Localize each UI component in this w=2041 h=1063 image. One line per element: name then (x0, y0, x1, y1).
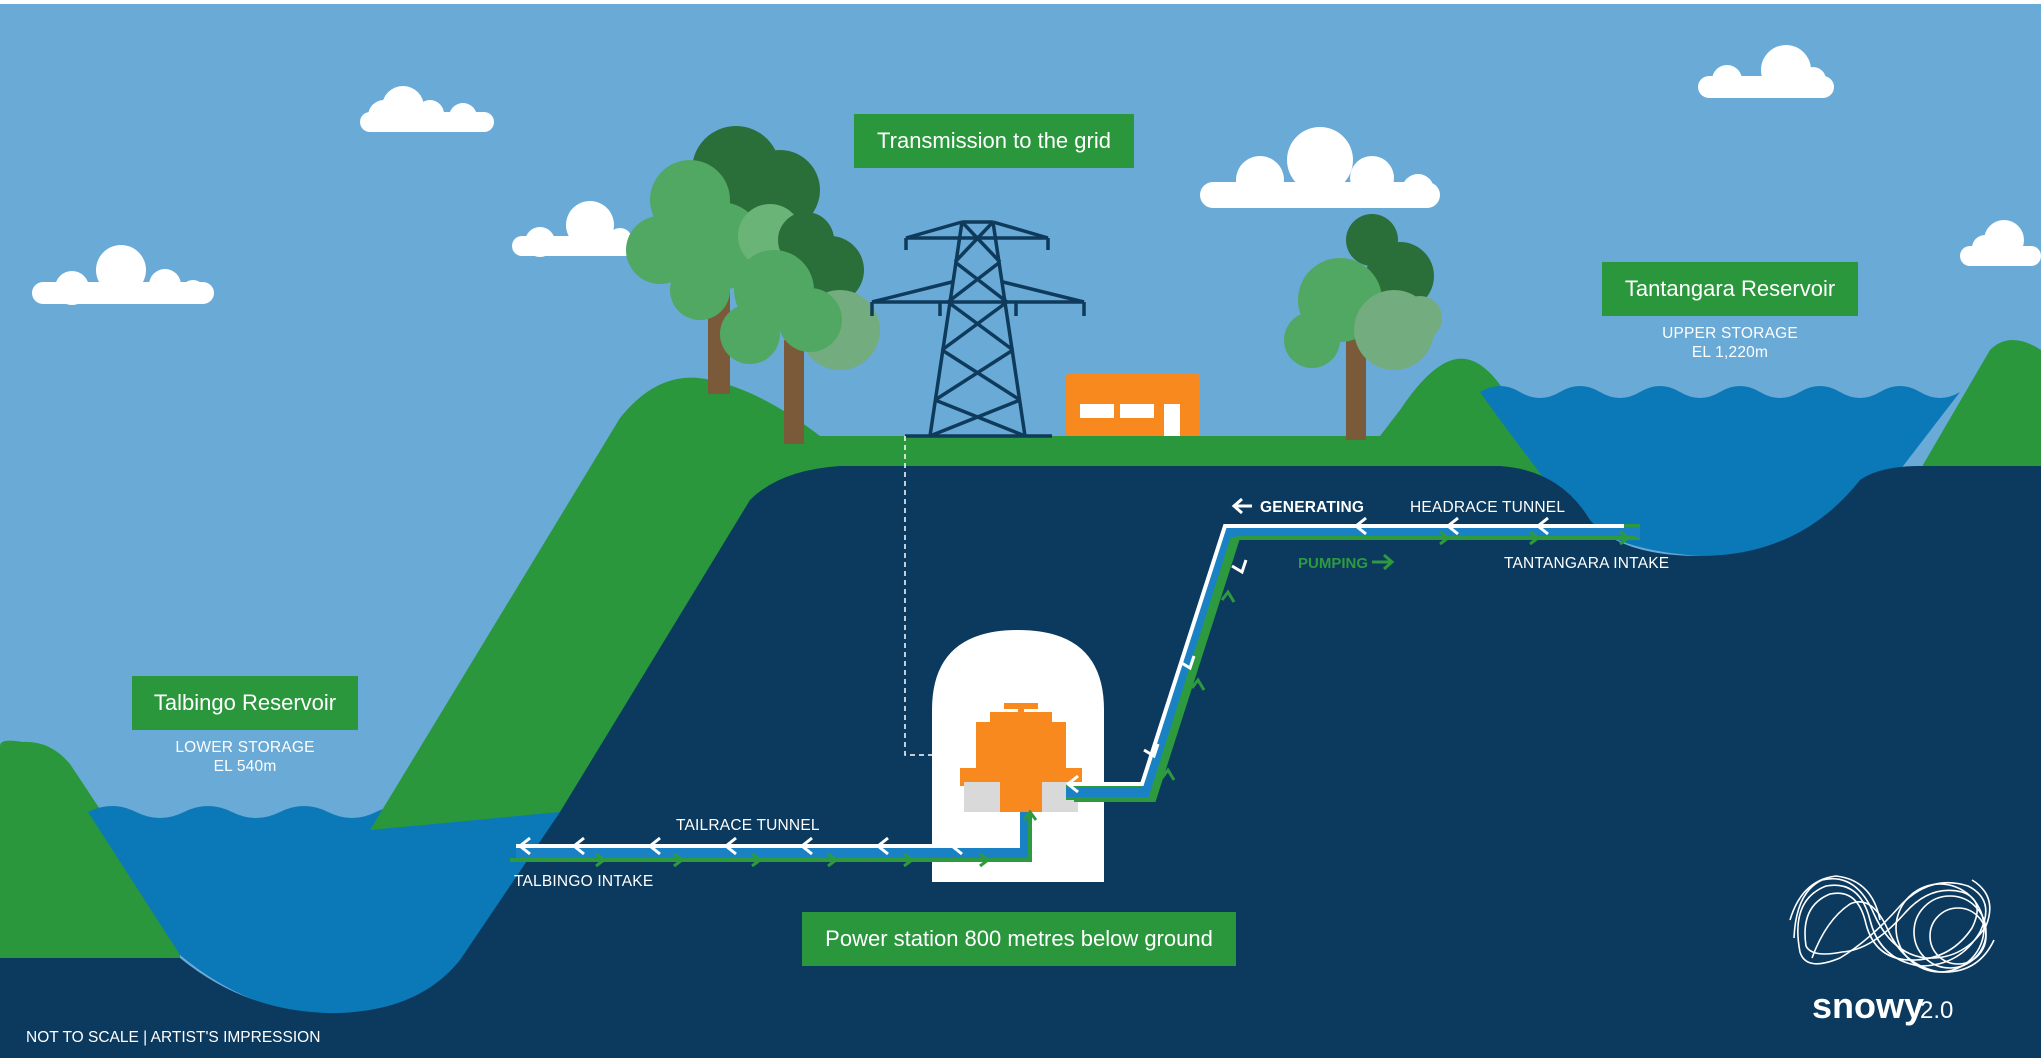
headrace-pumping-flow (1074, 536, 1636, 802)
arrow-icon (1160, 530, 1631, 781)
snowy-logo-icon (1789, 875, 1995, 973)
transmission-label: Transmission to the grid (877, 128, 1111, 153)
power-station-label-box (802, 912, 1236, 966)
pumping-arrow-icon (1372, 553, 1395, 571)
headrace-tunnel (1066, 527, 1640, 797)
tailrace-label: TAILRACE TUNNEL (676, 817, 820, 834)
pumping-label: PUMPING (1298, 555, 1368, 572)
left-hill (0, 740, 180, 1000)
cloud-icon (1960, 220, 2041, 266)
tantangara-label-box (1602, 262, 1858, 316)
mountain-range (370, 340, 2041, 830)
tailrace-tunnel (516, 812, 1031, 859)
cloud-icon (1200, 127, 1440, 208)
power-station-label: Power station 800 metres below ground (825, 926, 1213, 951)
talbingo-reservoir-water (88, 806, 560, 1020)
power-cable (904, 436, 932, 756)
cloud-icon (360, 86, 494, 132)
building-icon (1066, 374, 1200, 436)
cloud-icon (512, 201, 634, 257)
tailrace-generating-line (516, 812, 1020, 848)
talbingo-intake-label: TALBINGO INTAKE (514, 873, 653, 890)
headrace-label: HEADRACE TUNNEL (1410, 499, 1565, 516)
tantangara-title: Tantangara Reservoir (1625, 276, 1835, 301)
tree-icon (720, 212, 880, 444)
generating-arrow-icon (1231, 497, 1252, 515)
snowy-logo-word: snowy (1812, 985, 1924, 1026)
footnote: NOT TO SCALE | ARTIST'S IMPRESSION (26, 1029, 320, 1046)
turbine-icon (960, 703, 1082, 812)
talbingo-title: Talbingo Reservoir (154, 690, 336, 715)
talbingo-elevation: EL 540m (214, 758, 277, 775)
transmission-label-box (854, 114, 1134, 168)
transmission-tower-icon (870, 220, 1086, 438)
tree-icon (1284, 214, 1442, 440)
generating-label: GENERATING (1260, 499, 1364, 516)
cloud-icon (32, 245, 214, 305)
arrow-icon (595, 809, 1038, 868)
arrow-icon (1065, 516, 1549, 794)
talbingo-storage: LOWER STORAGE (175, 739, 314, 756)
cloud-icon (1698, 45, 1834, 98)
arrow-icon (517, 836, 963, 856)
talbingo-label-box (132, 676, 358, 730)
headrace-generating-line (1068, 524, 1624, 786)
tantangara-intake-label: TANTANGARA INTAKE (1504, 555, 1669, 572)
tantangara-storage: UPPER STORAGE (1662, 325, 1798, 342)
tantangara-elevation: EL 1,220m (1692, 344, 1768, 361)
snowy-logo-version: 2.0 (1920, 997, 1953, 1024)
